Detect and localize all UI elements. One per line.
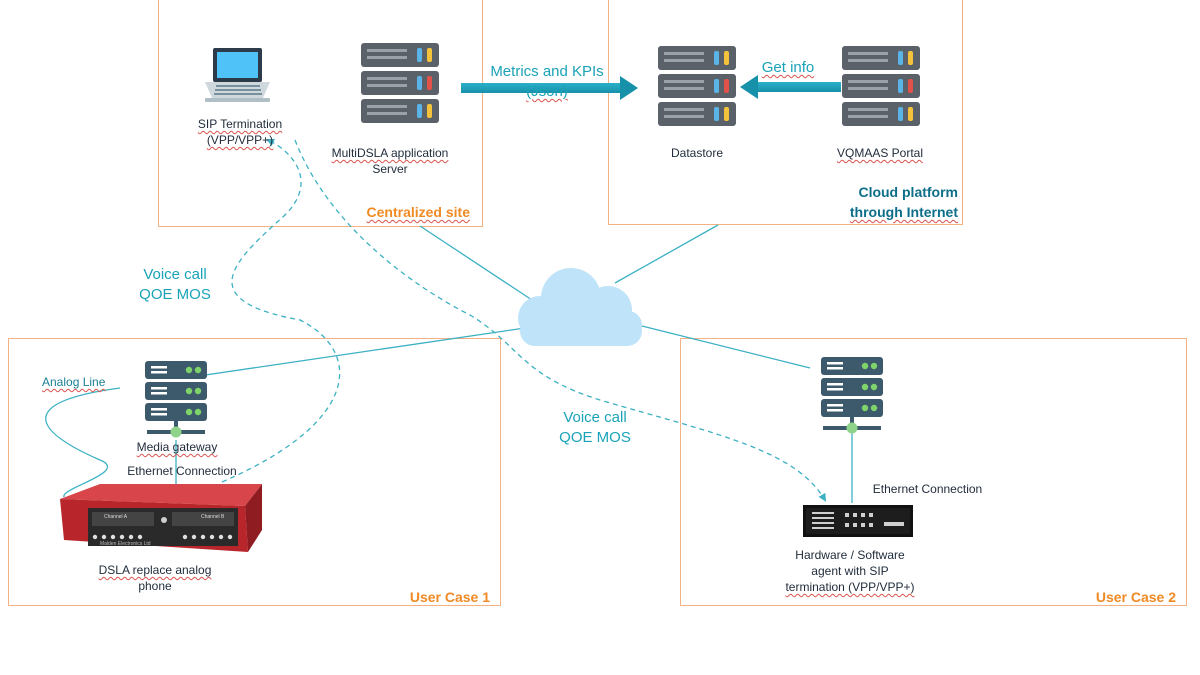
centralized-site-box (158, 0, 483, 227)
portal-label: VQMAAS Portal (836, 146, 924, 160)
ethernet-connection-label-2: Ethernet Connection (872, 482, 983, 496)
voice-call-label-2: Voice call QOE MOS (559, 409, 631, 446)
sip-termination-label: SIP Termination (VPP/VPP+) (197, 117, 283, 147)
ethernet-connection-label-1: Ethernet Connection (127, 464, 237, 478)
media-gateway-label: Media gateway (136, 440, 218, 454)
portal-server-icon (842, 46, 920, 126)
cloud-icon (518, 268, 642, 346)
cloud-platform-box (608, 0, 963, 225)
network-links (45, 224, 853, 503)
metrics-arrow-head (620, 76, 638, 100)
app-server-icon (361, 43, 439, 123)
cloud-platform-title: Cloud platform through Internet (849, 184, 958, 220)
get-info-arrow-head (740, 75, 758, 99)
dsla-label: DSLA replace analog phone (98, 563, 212, 593)
centralized-site-title: Centralized site (366, 204, 470, 220)
user-case-2-server-icon (821, 357, 883, 434)
voice-call-label-1: Voice call QOE MOS (139, 266, 211, 303)
voice-call-paths (221, 138, 827, 502)
metrics-arrow (461, 83, 624, 93)
dsla-device-icon: Channel A Channel B Malden Electronics L… (60, 484, 262, 552)
media-gateway-icon (145, 361, 207, 438)
user-case-2-title: User Case 2 (1095, 589, 1176, 605)
sip-agent-device-icon (803, 505, 913, 537)
user-case-1-box (8, 338, 501, 606)
user-case-2-box (680, 338, 1187, 606)
get-info-arrow (755, 82, 841, 92)
sip-agent-label: Hardware / Software agent with SIP termi… (785, 548, 915, 594)
analog-line-label: Analog Line (42, 375, 106, 389)
device-channel-a-label: Channel A (104, 514, 128, 520)
device-brand-label: Malden Electronics Ltd (100, 541, 151, 547)
laptop-icon (205, 48, 270, 102)
datastore-label: Datastore (670, 146, 724, 160)
metrics-kpis-label: Metrics and KPIs (Json) (490, 63, 604, 100)
app-server-label: MultiDSLA application Server (331, 146, 449, 176)
device-channel-b-label: Channel B (201, 514, 225, 520)
user-case-1-title: User Case 1 (409, 589, 490, 605)
get-info-label: Get info (761, 59, 815, 76)
datastore-server-icon (658, 46, 736, 126)
